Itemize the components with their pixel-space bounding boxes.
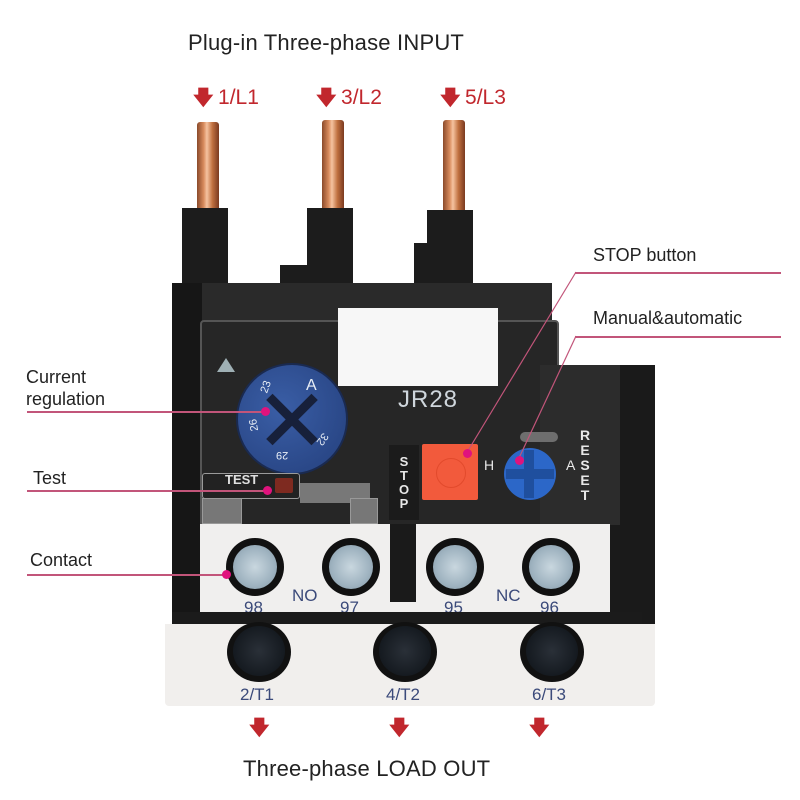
callout-line-current-regulation [27,411,265,413]
input-l3-label: 5/L3 [465,86,506,109]
callout-dot-current-regulation [261,407,270,416]
stop-button-center [436,458,466,488]
output-screw-t1[interactable] [227,622,291,682]
down-arrow-icon: 🡇 [249,717,270,739]
down-arrow-icon: 🡇 [529,717,550,739]
output-screw-t3[interactable] [520,622,584,682]
reset-panel [540,365,620,525]
callout-line-stop-button [575,272,781,274]
dial-mark-26: 26 [247,417,262,433]
copper-pin-l3 [443,120,465,210]
input-l1: 🡇 1/L1 [193,86,259,110]
down-arrow-icon: 🡇 [316,87,337,109]
callout-current-regulation: Current regulation [26,366,105,410]
callout-current-regulation-line2: regulation [26,389,106,409]
callout-line-manual-automatic [575,336,781,338]
callout-dot-stop-button [463,449,472,458]
callout-dot-test [263,486,272,495]
callout-manual-automatic: Manual&automatic [593,308,743,328]
device-left-rail [172,283,202,643]
stop-label-strip: STOP [389,445,419,520]
terminal-post-l3 [427,210,473,290]
dial-mark-29: 29 [276,449,289,461]
input-title: Plug-in Three-phase INPUT [188,30,465,55]
output-t3-label: 6/T3 [532,685,567,704]
terminal-post-l2 [307,208,353,288]
aux-divider [390,524,416,602]
test-button[interactable] [275,478,293,493]
callout-current-regulation-line1: Current [26,367,87,387]
knob-slot [506,469,554,479]
callout-diagonal-manual [518,335,577,459]
reset-indicator [520,432,558,442]
aux-screw-95[interactable] [426,538,484,596]
input-l2-label: 3/L2 [341,86,382,109]
callout-dot-manual-automatic [515,456,524,465]
current-regulation-dial[interactable]: A 23 26 29 32 [236,363,348,475]
aux-type-no: NO [292,586,318,605]
output-title: Three-phase LOAD OUT [243,756,491,781]
dial-unit: A [306,377,317,394]
down-arrow-icon: 🡇 [440,87,461,109]
output-t2-label: 4/T2 [386,685,421,704]
callout-line-contact [27,574,227,576]
callout-test: Test [33,468,67,488]
callout-dot-contact [222,570,231,579]
aux-screw-97[interactable] [322,538,380,596]
model-label: JR28 [398,386,459,413]
test-button-housing: TEST [202,472,300,499]
callout-stop-button: STOP button [593,245,697,265]
down-arrow-icon: 🡇 [389,717,410,739]
label-plate [338,308,498,386]
manual-automatic-reset-knob[interactable] [504,448,556,500]
input-l3: 🡇 5/L3 [440,86,506,110]
callout-diagonal-stop [465,271,577,455]
copper-pin-l1 [197,122,219,212]
post-tab [414,243,430,290]
copper-pin-l2 [322,120,344,210]
mode-h-label: H [484,457,495,473]
test-clip-right [350,498,378,524]
output-screw-t2[interactable] [373,622,437,682]
callout-line-test [27,490,267,492]
mode-a-label: A [566,457,576,473]
terminal-post-l1 [182,208,228,288]
output-t1-label: 2/T1 [240,685,275,704]
input-l2: 🡇 3/L2 [316,86,382,110]
aux-screw-98[interactable] [226,538,284,596]
test-label: TEST [225,472,259,487]
aux-screw-96[interactable] [522,538,580,596]
test-clip-left [202,498,242,524]
aux-type-nc: NC [496,586,521,605]
stop-button[interactable] [422,444,478,500]
stop-label: STOP [398,454,410,511]
warning-triangle-icon [217,358,235,372]
dial-mark-23: 23 [258,379,274,395]
reset-label: RESET [579,427,591,503]
callout-contact: Contact [30,550,93,570]
down-arrow-icon: 🡇 [193,87,214,109]
input-l1-label: 1/L1 [218,86,259,109]
dial-mark-32: 32 [313,430,331,448]
